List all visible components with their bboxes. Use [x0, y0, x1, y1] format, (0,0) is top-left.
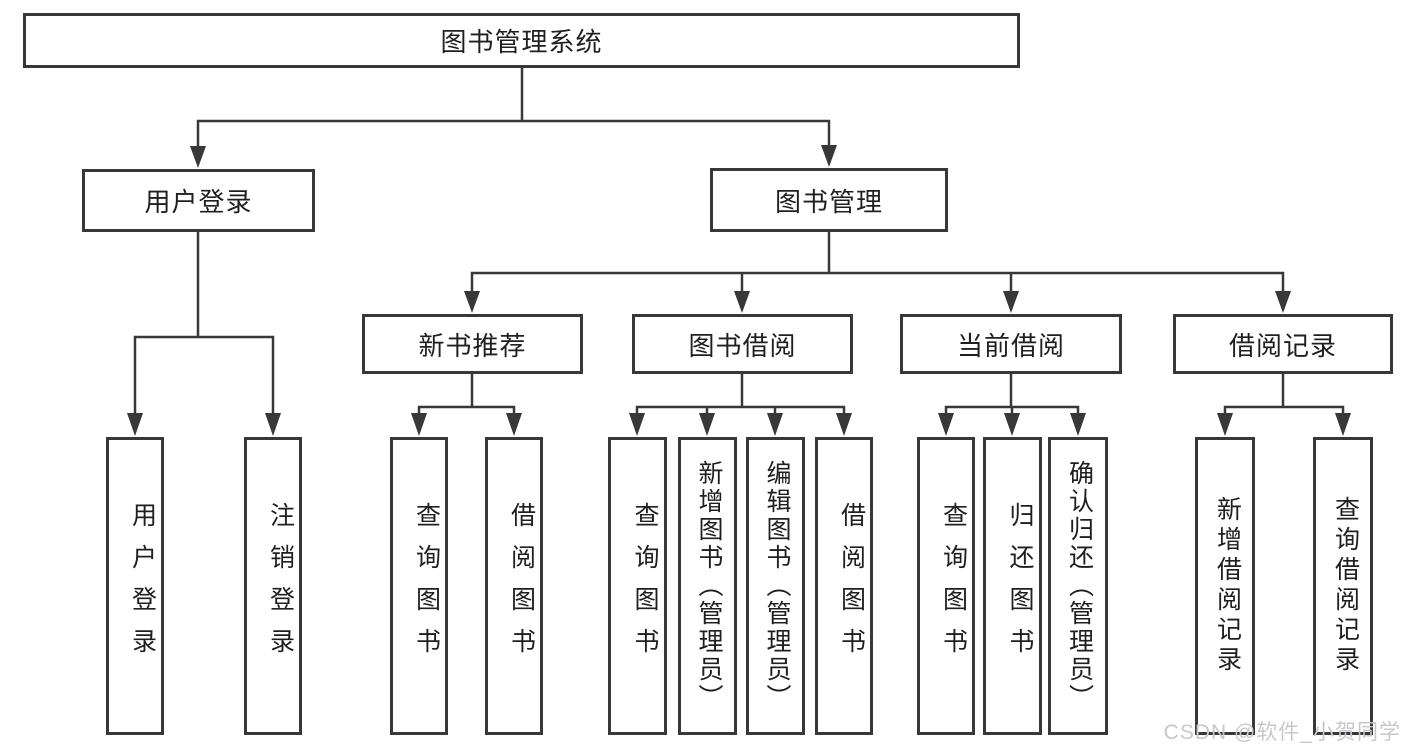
leaf-add-book-admin: 新增图书（管理员）	[678, 437, 737, 735]
leaf-label: 查询借阅记录	[1331, 496, 1360, 676]
leaf-label: 借阅图书	[507, 502, 536, 670]
csdn-watermark: CSDN @软件_小贺同学	[1163, 721, 1401, 744]
leaf-query-books-recommend: 查询图书	[390, 437, 448, 735]
leaf-label: 查询图书	[412, 502, 441, 670]
leaf-logout: 注销登录	[244, 437, 302, 735]
node-book-borrow: 图书借阅	[632, 314, 853, 374]
leaf-label: 新增图书（管理员）	[695, 460, 723, 712]
leaf-add-borrow-record: 新增借阅记录	[1195, 437, 1255, 735]
node-user-login: 用户登录	[82, 169, 315, 232]
node-current-borrow: 当前借阅	[900, 314, 1122, 374]
node-book-management: 图书管理	[710, 168, 948, 232]
node-borrow-records: 借阅记录	[1173, 314, 1393, 374]
leaf-label: 编辑图书（管理员）	[763, 460, 791, 712]
leaf-label: 注销登录	[266, 502, 295, 670]
leaf-query-books-borrow: 查询图书	[608, 437, 667, 735]
leaf-query-books-current: 查询图书	[917, 437, 975, 735]
leaf-borrow-books-recommend: 借阅图书	[485, 437, 543, 735]
leaf-borrow-books: 借阅图书	[815, 437, 873, 735]
leaf-label: 查询图书	[631, 502, 659, 670]
leaf-label: 确认归还（管理员）	[1065, 460, 1094, 712]
leaf-label: 查询图书	[939, 502, 968, 670]
leaf-label: 归还图书	[1006, 502, 1034, 670]
leaf-return-book: 归还图书	[983, 437, 1042, 735]
leaf-edit-book-admin: 编辑图书（管理员）	[746, 437, 805, 735]
leaf-label: 借阅图书	[837, 502, 866, 670]
leaf-label: 用户登录	[128, 502, 157, 670]
leaf-query-borrow-record: 查询借阅记录	[1313, 437, 1373, 735]
leaf-label: 新增借阅记录	[1213, 496, 1242, 676]
leaf-user-login: 用户登录	[106, 437, 164, 735]
node-library-system-root: 图书管理系统	[23, 13, 1020, 68]
leaf-confirm-return-admin: 确认归还（管理员）	[1048, 437, 1108, 735]
node-new-book-recommend: 新书推荐	[362, 314, 583, 374]
